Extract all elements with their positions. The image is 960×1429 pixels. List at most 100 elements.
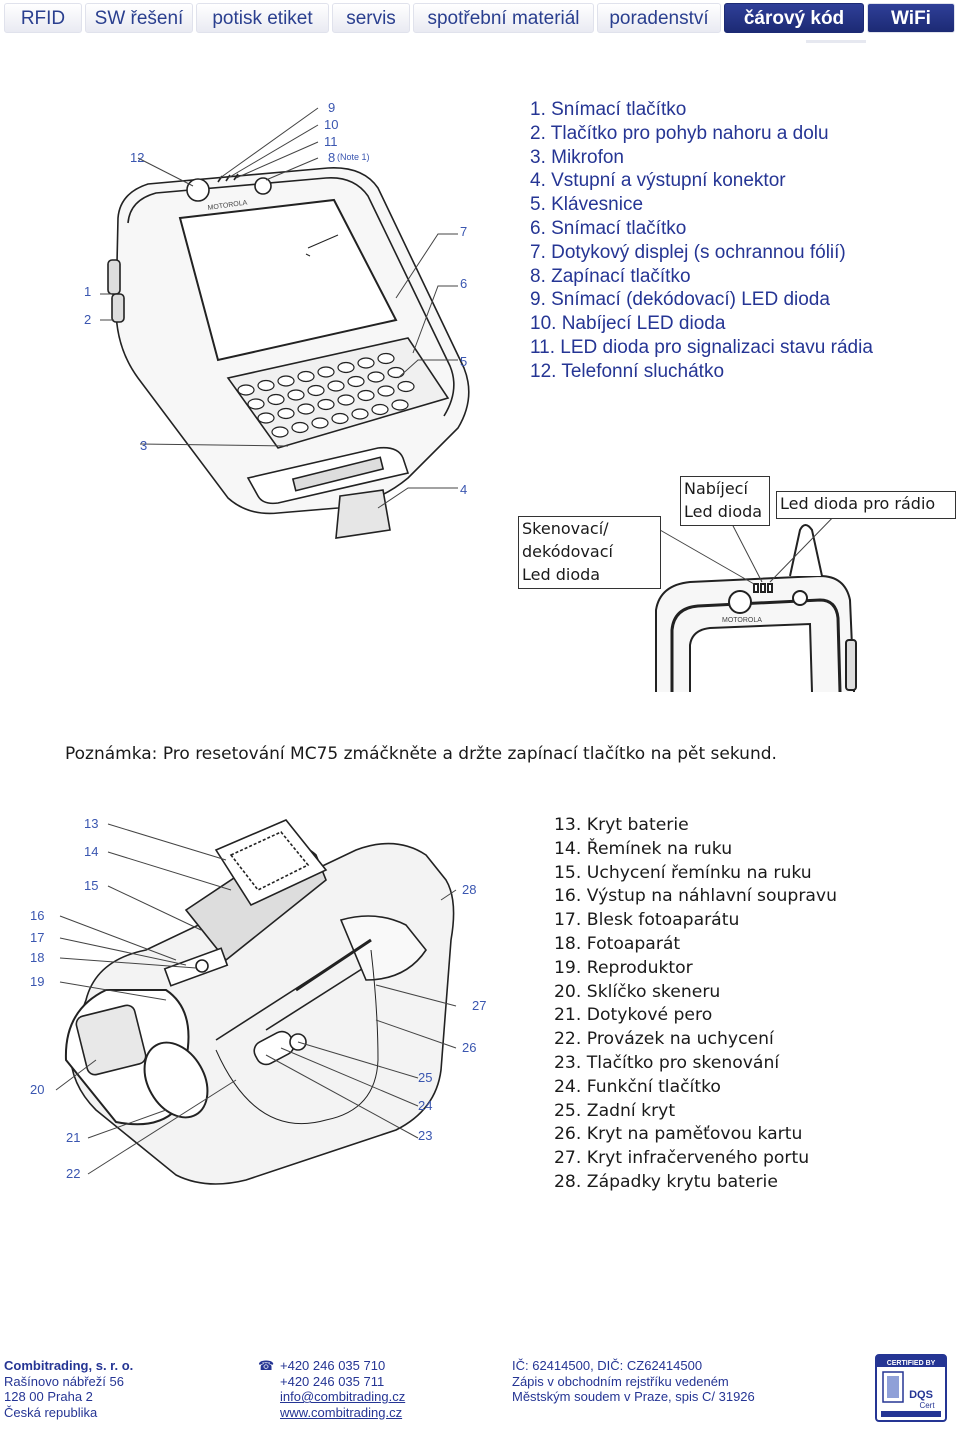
footer-country: Česká republika bbox=[4, 1404, 98, 1420]
keypad-key bbox=[267, 393, 285, 406]
footer-registration: IČ: 62414500, DIČ: CZ62414500 Zápis v ob… bbox=[512, 1358, 755, 1405]
callout-num-22: 22 bbox=[66, 1166, 80, 1181]
callout-scan-led-line: dekódovací bbox=[522, 542, 613, 561]
footer-phone2: +420 246 035 711 bbox=[280, 1373, 385, 1389]
list-item: 22. Provázek na uchycení bbox=[554, 1029, 774, 1050]
device-front-figure: 9 10 11 8 (Note 1) 12 7 6 1 2 5 3 4 MOTO… bbox=[84, 100, 470, 539]
callout-radio-led: Led dioda pro rádio bbox=[776, 491, 956, 519]
list-item: 27. Kryt infračerveného portu bbox=[554, 1148, 810, 1169]
keypad-key bbox=[331, 412, 349, 425]
footer-ic-dic: IČ: 62414500, DIČ: CZ62414500 bbox=[512, 1358, 703, 1373]
list-item: 24. Funkční tlačítko bbox=[554, 1076, 721, 1097]
callout-num-16: 16 bbox=[30, 908, 44, 923]
callout-note-1: (Note 1) bbox=[337, 152, 370, 162]
footer-email-link[interactable]: info@combitrading.cz bbox=[280, 1389, 406, 1404]
callout-num-26: 26 bbox=[462, 1040, 476, 1055]
list-item: 12. Telefonní sluchátko bbox=[530, 360, 725, 382]
nav-sw-reseni[interactable]: SW řešení bbox=[85, 3, 193, 33]
keypad-key bbox=[377, 385, 395, 397]
keypad-key bbox=[387, 366, 405, 379]
nav-servis[interactable]: servis bbox=[332, 3, 410, 33]
svg-text:Cert: Cert bbox=[919, 1401, 935, 1410]
keypad-key bbox=[367, 371, 385, 383]
callout-num-6: 6 bbox=[460, 276, 467, 291]
callout-num-5: 5 bbox=[460, 354, 467, 369]
callout-num-9: 9 bbox=[328, 100, 335, 115]
keypad-key bbox=[337, 361, 355, 374]
callout-num-18: 18 bbox=[30, 950, 44, 965]
nav-wifi[interactable]: WiFi bbox=[867, 3, 955, 33]
keypad-key bbox=[351, 408, 369, 420]
keypad-key bbox=[291, 421, 309, 434]
certification-logo: CERTIFIED BY DQS Cert bbox=[875, 1354, 947, 1422]
keypad-key bbox=[237, 384, 255, 396]
keypad-key bbox=[371, 403, 389, 416]
list-item: 3. Mikrofon bbox=[530, 146, 624, 168]
callout-num-27: 27 bbox=[472, 998, 486, 1013]
nav-active-underline bbox=[806, 40, 866, 43]
keypad-key bbox=[391, 399, 409, 411]
callout-num-24: 24 bbox=[418, 1098, 432, 1113]
reset-note: Poznámka: Pro resetování MC75 zmáčkněte … bbox=[65, 744, 777, 764]
keypad-key bbox=[277, 375, 295, 387]
keypad-key bbox=[337, 394, 355, 406]
list-item: 9. Snímací (dekódovací) LED dioda bbox=[530, 289, 830, 311]
keypad-key bbox=[247, 398, 265, 410]
list-item: 15. Uchycení řemínku na ruku bbox=[554, 862, 812, 883]
callout-num-4: 4 bbox=[460, 482, 467, 497]
list-item: 7. Dotykový displej (s ochrannou fólií) bbox=[530, 241, 846, 263]
callout-num-11: 11 bbox=[324, 134, 338, 149]
top-navigation: RFID SW řešení potisk etiket servis spot… bbox=[0, 0, 960, 38]
nav-poradenstvi[interactable]: poradenství bbox=[597, 3, 721, 33]
footer-company: Combitrading, s. r. o. bbox=[4, 1358, 134, 1373]
callout-num-15: 15 bbox=[84, 878, 98, 893]
nav-rfid[interactable]: RFID bbox=[4, 3, 82, 33]
callout-num-13: 13 bbox=[84, 816, 98, 831]
led-detail-figure: MOTOROLA bbox=[655, 509, 857, 692]
keypad-key bbox=[307, 384, 325, 397]
list-item: 13. Kryt baterie bbox=[554, 815, 689, 835]
list-item: 20. Sklíčko skeneru bbox=[554, 981, 721, 1002]
keypad-key bbox=[347, 375, 365, 388]
keypad-key bbox=[311, 417, 329, 429]
footer-web-link[interactable]: www.combitrading.cz bbox=[280, 1404, 403, 1420]
callout-scan-led-line: Skenovací/ bbox=[522, 519, 609, 538]
callout-num-21: 21 bbox=[66, 1130, 80, 1145]
callout-num-14: 14 bbox=[84, 844, 98, 859]
keypad-key bbox=[357, 357, 375, 369]
keypad-key bbox=[287, 389, 305, 401]
footer-contact: ☎+420 246 035 710 +420 246 035 711 info@… bbox=[258, 1358, 405, 1420]
keypad-key bbox=[297, 370, 315, 383]
phone-icon: ☎ bbox=[258, 1358, 275, 1373]
keypad-key bbox=[327, 380, 345, 392]
callout-num-23: 23 bbox=[418, 1128, 432, 1143]
callout-num-19: 19 bbox=[30, 974, 44, 989]
callout-charge-led-line: Led dioda bbox=[684, 502, 763, 521]
callout-num-7: 7 bbox=[460, 224, 467, 239]
list-item: 14. Řemínek na ruku bbox=[554, 838, 733, 859]
list-item: 21. Dotykové pero bbox=[554, 1005, 713, 1026]
callout-num-12: 12 bbox=[130, 150, 144, 165]
callout-num-17: 17 bbox=[30, 930, 44, 945]
footer-address: Combitrading, s. r. o. Rašínovo nábřeží … bbox=[4, 1358, 133, 1420]
list-item: 19. Reproduktor bbox=[554, 957, 693, 978]
list-item: 17. Blesk fotoaparátu bbox=[554, 910, 740, 931]
device-back-figure: 13 14 15 16 17 18 19 20 21 22 23 24 25 2… bbox=[30, 816, 486, 1185]
nav-potisk-etiket[interactable]: potisk etiket bbox=[196, 3, 329, 33]
nav-spotrebni-material[interactable]: spotřební materiál bbox=[413, 3, 594, 33]
list-item: 4. Vstupní a výstupní konektor bbox=[530, 170, 786, 192]
list-item: 6. Snímací tlačítko bbox=[530, 217, 687, 239]
keypad-key bbox=[257, 412, 275, 424]
footer-street: Rašínovo nábřeží 56 bbox=[4, 1373, 124, 1389]
keypad-key bbox=[397, 380, 415, 393]
nav-carovy-kod[interactable]: čárový kód bbox=[724, 3, 864, 33]
list-item: 23. Tlačítko pro skenování bbox=[554, 1052, 780, 1073]
callout-num-8: 8 bbox=[328, 150, 335, 165]
svg-text:DQS: DQS bbox=[909, 1389, 933, 1401]
list-item: 25. Zadní kryt bbox=[554, 1100, 676, 1121]
footer-register-line1: Zápis v obchodním rejstříku vedeném bbox=[512, 1373, 729, 1389]
list-item: 2. Tlačítko pro pohyb nahoru a dolu bbox=[530, 122, 829, 144]
list-item: 10. Nabíjecí LED dioda bbox=[530, 313, 726, 335]
callout-charge-led-line: Nabíjecí bbox=[684, 479, 748, 498]
footer-register-line2: Městským soudem v Praze, spis C/ 31926 bbox=[512, 1389, 755, 1404]
